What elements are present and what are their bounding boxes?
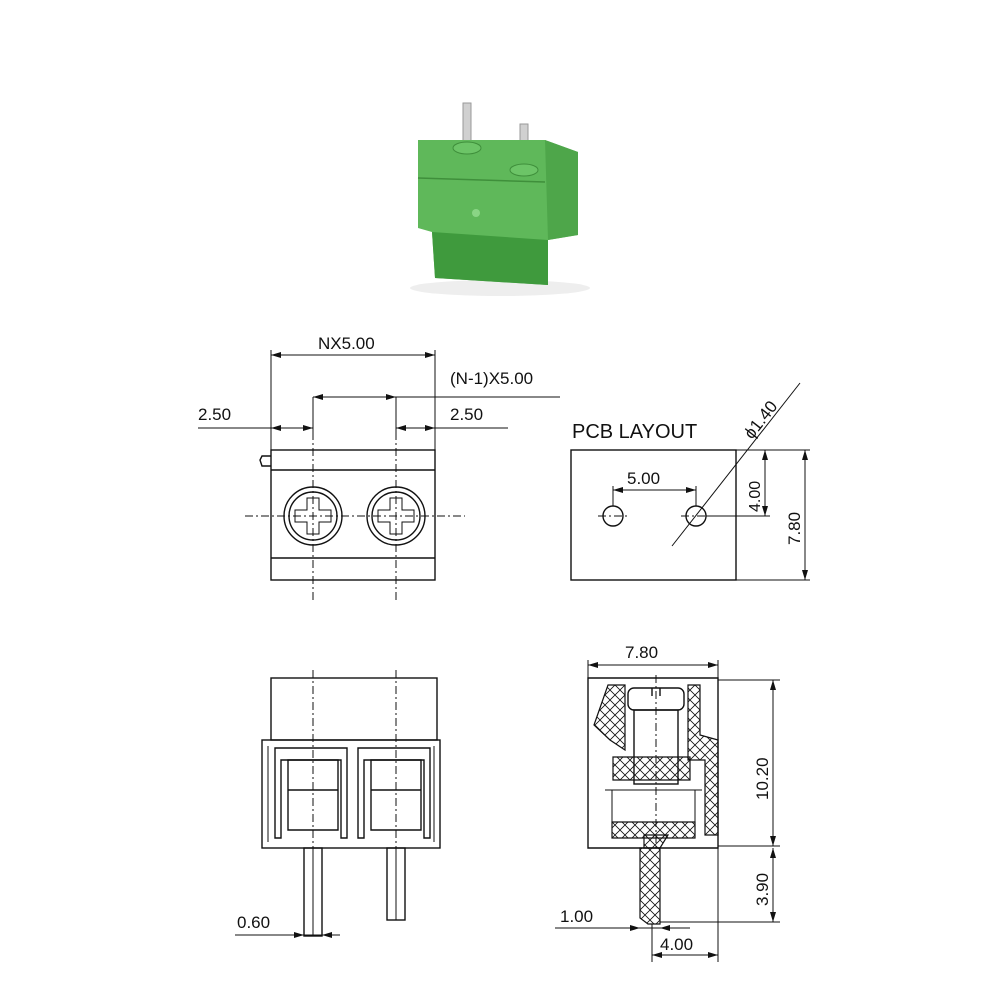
dim-side-width: 7.80 [625, 643, 658, 662]
side-section-view: 7.80 10.20 3.90 1.00 4.00 [555, 643, 780, 962]
dim-pitch-span: (N-1)X5.00 [450, 369, 533, 388]
dim-hole-offset: 4.00 [747, 481, 764, 512]
dim-hole-diameter: ϕ1.40 [740, 397, 781, 442]
product-photo [410, 102, 590, 296]
dim-overall-width: NX5.00 [318, 334, 375, 353]
dim-right-offset: 2.50 [450, 405, 483, 424]
dim-pin-thickness: 1.00 [560, 907, 593, 926]
pcb-layout-view: PCB LAYOUT 5.00 4.00 7.80 ϕ1.40 [570, 382, 810, 581]
dim-pin-length: 3.90 [753, 873, 772, 906]
rear-view: 0.60 [235, 670, 441, 938]
dim-left-offset: 2.50 [198, 405, 231, 424]
pcb-layout-title: PCB LAYOUT [572, 421, 697, 443]
pin-section [639, 847, 661, 925]
dim-pin-offset: 4.00 [660, 935, 693, 954]
dim-pin-width: 0.60 [237, 913, 270, 932]
front-view: NX5.00 (N-1)X5.00 2.50 2.50 [198, 334, 560, 600]
dim-pcb-depth: 7.80 [785, 512, 804, 545]
dim-body-height: 10.20 [753, 757, 772, 800]
dim-pcb-pitch: 5.00 [627, 469, 660, 488]
